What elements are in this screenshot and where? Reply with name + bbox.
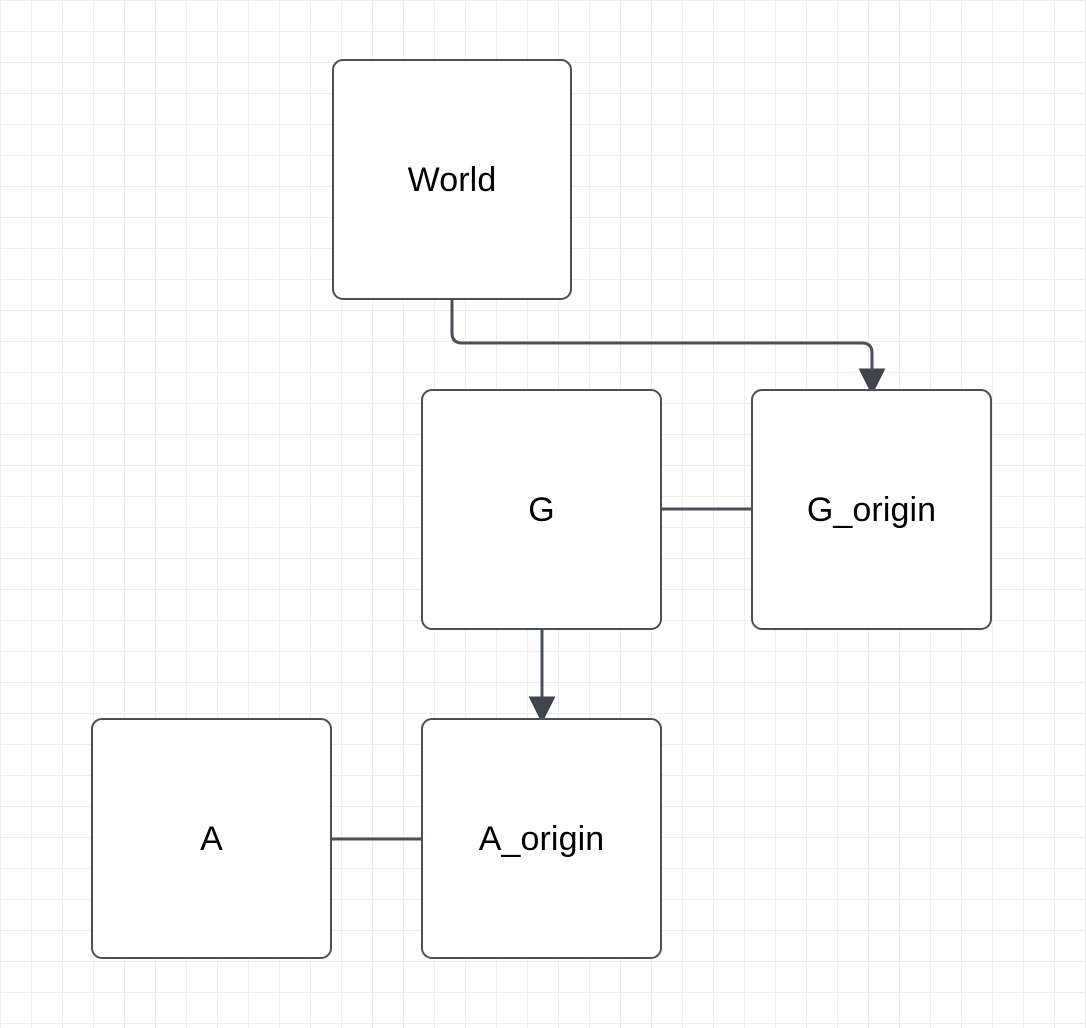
- node-world[interactable]: World: [332, 59, 572, 300]
- node-g-origin-label: G_origin: [806, 490, 937, 529]
- node-g-label: G: [528, 490, 555, 529]
- node-g-origin[interactable]: G_origin: [751, 389, 992, 630]
- edge-world-to-g_origin: [450, 300, 886, 396]
- node-world-label: World: [407, 160, 497, 199]
- node-g[interactable]: G: [421, 389, 662, 630]
- node-a-origin[interactable]: A_origin: [421, 718, 662, 959]
- node-a-label: A: [200, 819, 223, 858]
- node-a-origin-label: A_origin: [478, 819, 605, 858]
- node-a[interactable]: A: [91, 718, 332, 959]
